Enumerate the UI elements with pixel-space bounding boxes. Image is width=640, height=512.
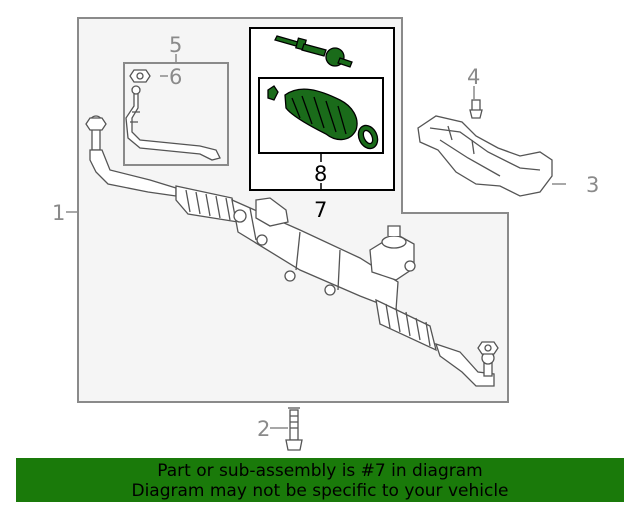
boot-kit-part[interactable] xyxy=(267,85,381,152)
banner-line-1: Part or sub-assembly is #7 in diagram xyxy=(157,461,483,481)
bolt-4-part xyxy=(469,99,483,119)
callout-8: 8 xyxy=(314,162,327,186)
banner-line-2: Diagram may not be specific to your vehi… xyxy=(131,481,509,501)
outer-tie-rod-end-part xyxy=(125,85,221,161)
callout-1: 1 xyxy=(52,201,65,225)
heat-shield-part xyxy=(417,115,553,197)
bolt-2-part xyxy=(285,407,303,451)
callout-6: 6 xyxy=(169,65,182,89)
leader-lines xyxy=(66,54,566,429)
steering-gear-diagram: 1 2 3 4 5 6 7 8 xyxy=(52,17,599,451)
callout-4: 4 xyxy=(467,65,480,89)
callout-5: 5 xyxy=(169,33,182,57)
nut-right-part xyxy=(477,341,499,355)
nut-left-part xyxy=(85,117,107,131)
inner-tie-rod-part[interactable] xyxy=(274,35,353,68)
callout-7: 7 xyxy=(314,198,327,222)
steering-rack-part xyxy=(89,115,495,387)
notice-banner: Part or sub-assembly is #7 in diagram Di… xyxy=(16,458,624,502)
nut-6-part xyxy=(129,69,151,83)
callout-3: 3 xyxy=(586,173,599,197)
callout-2: 2 xyxy=(257,417,270,441)
